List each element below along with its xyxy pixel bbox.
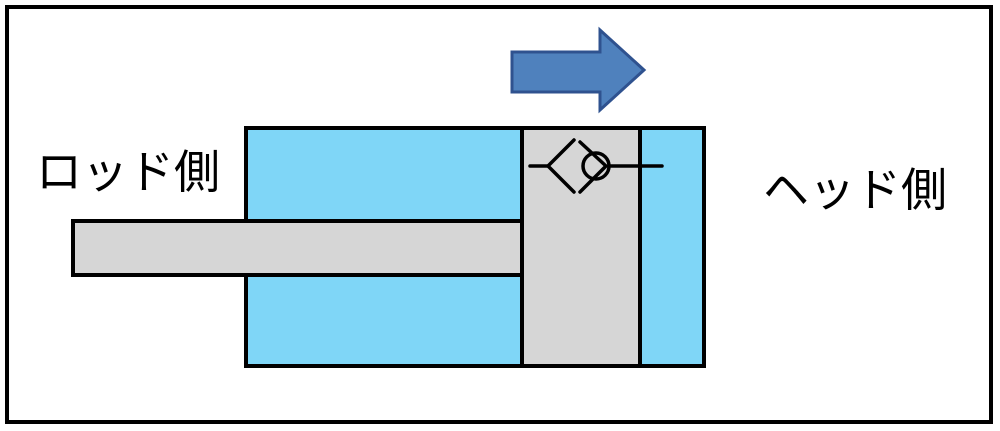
rod-side-label: ロッド側 bbox=[36, 145, 220, 199]
head-side-label: ヘッド側 bbox=[763, 163, 947, 217]
check-valve-icon bbox=[528, 138, 664, 194]
right-arrow-icon bbox=[510, 26, 647, 114]
piston-rod bbox=[71, 219, 524, 277]
piston bbox=[520, 126, 642, 368]
outer-frame bbox=[5, 5, 993, 424]
